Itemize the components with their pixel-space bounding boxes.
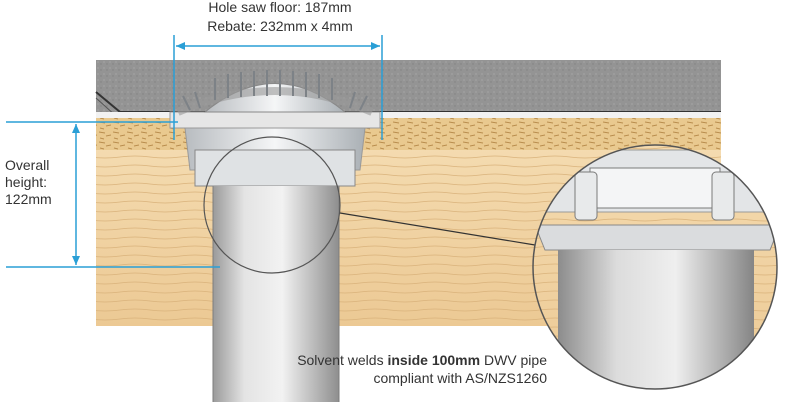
zoom-callout-icon [532, 144, 778, 390]
drain-grate-icon [176, 70, 374, 116]
caption-line1: Solvent welds inside 100mm DWV pipe [200, 352, 547, 369]
overall-height-label-line2: height: [5, 174, 48, 190]
overall-height-value: 122mm [5, 191, 52, 207]
caption-line2: compliant with AS/NZS1260 [373, 370, 547, 386]
rebate-label: Rebate: 232mm x 4mm [207, 18, 353, 34]
caption-bold: inside 100mm [387, 352, 481, 368]
hole-saw-label: Hole saw floor: 187mm [208, 0, 352, 15]
overall-height-label-line1: Overall [5, 157, 50, 173]
caption-prefix: Solvent welds [297, 352, 388, 368]
caption-suffix: DWV pipe [480, 352, 547, 368]
